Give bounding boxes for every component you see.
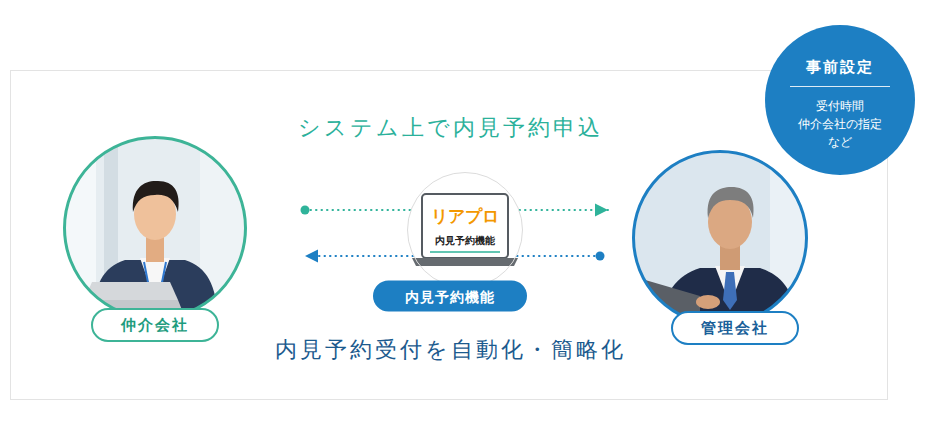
feature-pill: 内見予約機能 — [373, 281, 527, 312]
company-name: 管理会社 — [701, 319, 769, 337]
hair — [133, 181, 179, 212]
laptop-screen — [422, 194, 508, 258]
name-pill: 管理会社 — [671, 311, 799, 345]
product-logo: リアプロ — [431, 206, 499, 226]
badge-divider — [790, 86, 890, 87]
manager-photo — [630, 148, 810, 330]
diagram-caption: 内見予約受付を自動化・簡略化 — [275, 335, 626, 365]
company-name: 仲介会社 — [121, 316, 189, 334]
system-circle: リアプロ内見予約機能 — [407, 172, 523, 288]
name-pill: 仲介会社 — [91, 308, 219, 342]
logo-underline — [430, 251, 500, 253]
settings-badge: 事前設定受付時間 仲介会社の指定 など — [765, 25, 915, 175]
feature-name: 内見予約機能 — [435, 235, 495, 247]
badge-heading: 事前設定 — [806, 57, 874, 77]
hand — [696, 295, 720, 309]
diagram-title: システム上で内見予約申込 — [298, 113, 603, 143]
photo-ground — [630, 148, 810, 330]
laptop-base — [412, 258, 518, 266]
hub-ground — [408, 173, 523, 288]
hair — [708, 187, 754, 218]
broker-photo — [60, 130, 250, 330]
feature-name: 内見予約機能 — [405, 289, 495, 305]
badge-body: 受付時間 仲介会社の指定 など — [788, 97, 892, 151]
laptop-screen — [84, 282, 178, 300]
panel — [11, 71, 888, 400]
arrow-tail-dot — [301, 206, 310, 215]
tie — [723, 272, 737, 310]
company-circle: 管理会社 — [632, 150, 808, 326]
arrow-tail-dot — [596, 252, 605, 261]
photo-ground — [60, 130, 250, 330]
company-circle: 仲介会社 — [63, 136, 247, 320]
window-light — [66, 130, 96, 330]
